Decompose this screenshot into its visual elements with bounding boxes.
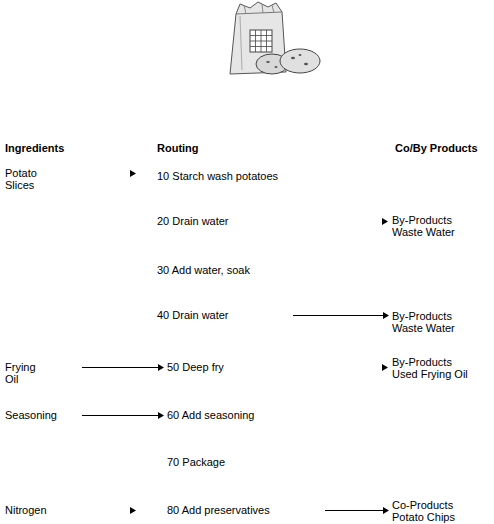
step-text: Frying Oil bbox=[5, 361, 47, 385]
process-step: 10 Starch wash potatoes bbox=[157, 170, 278, 182]
process-step: By-ProductsWaste Water bbox=[392, 310, 455, 334]
process-step: By-ProductsWaste Water bbox=[392, 214, 455, 238]
arrow-line bbox=[325, 510, 384, 511]
arrow-head bbox=[158, 364, 164, 371]
step-text: Co-Products bbox=[392, 499, 455, 511]
bag-label-grid bbox=[250, 30, 272, 52]
flow-arrow bbox=[82, 412, 164, 419]
arrow-head bbox=[130, 170, 136, 177]
flow-arrow bbox=[130, 170, 136, 177]
step-text: 10 Starch wash potatoes bbox=[157, 170, 278, 182]
arrow-head bbox=[158, 412, 164, 419]
flow-arrow bbox=[382, 218, 388, 225]
process-step: Nitrogen bbox=[5, 504, 130, 516]
process-step: Frying Oil bbox=[5, 361, 82, 385]
process-step: Co-ProductsPotato Chips bbox=[392, 499, 455, 523]
step-text: Nitrogen bbox=[5, 504, 130, 516]
step-text: By-Products bbox=[392, 214, 455, 226]
arrow-head bbox=[382, 218, 388, 225]
step-text: Waste Water bbox=[392, 322, 455, 334]
flow-arrow bbox=[130, 507, 136, 514]
process-step: By-ProductsUsed Frying Oil bbox=[392, 356, 468, 380]
arrow-head bbox=[383, 507, 389, 514]
arrow-head bbox=[130, 507, 136, 514]
step-text: 40 Drain water bbox=[157, 309, 293, 321]
arrow-head bbox=[383, 312, 389, 319]
step-text: 20 Drain water bbox=[157, 215, 229, 227]
step-text: Potato Chips bbox=[392, 511, 455, 523]
process-step: 40 Drain water bbox=[157, 309, 293, 321]
step-text: 70 Package bbox=[167, 456, 225, 468]
step-text: By-Products bbox=[392, 310, 455, 322]
column-heading: Ingredients bbox=[5, 142, 64, 154]
arrow-line bbox=[82, 415, 159, 416]
process-step: 80 Add preservatives bbox=[167, 504, 325, 516]
process-step: 70 Package bbox=[167, 456, 225, 468]
process-step: 30 Add water, soak bbox=[157, 264, 250, 276]
flow-arrow bbox=[82, 364, 164, 371]
flow-arrow bbox=[325, 507, 389, 514]
column-heading: Routing bbox=[157, 142, 199, 154]
step-text: Waste Water bbox=[392, 226, 455, 238]
step-text: 50 Deep fry bbox=[167, 361, 224, 373]
process-step: Seasoning bbox=[5, 409, 82, 421]
step-text: 80 Add preservatives bbox=[167, 504, 325, 516]
step-text: Potato Slices bbox=[5, 167, 50, 191]
step-text: 30 Add water, soak bbox=[157, 264, 250, 276]
potatoes bbox=[256, 49, 320, 74]
step-text: 60 Add seasoning bbox=[167, 409, 254, 421]
step-text: Seasoning bbox=[5, 409, 82, 421]
process-step: 50 Deep fry bbox=[167, 361, 224, 373]
step-text: Used Frying Oil bbox=[392, 368, 468, 380]
arrow-head bbox=[382, 364, 388, 371]
process-step: Potato Slices bbox=[5, 167, 130, 191]
flow-arrow bbox=[293, 312, 389, 319]
flow-arrow bbox=[382, 364, 388, 371]
process-step: 20 Drain water bbox=[157, 215, 229, 227]
step-text: By-Products bbox=[392, 356, 468, 368]
arrow-line bbox=[82, 367, 159, 368]
process-step: 60 Add seasoning bbox=[167, 409, 254, 421]
column-heading: Co/By Products bbox=[395, 142, 478, 154]
arrow-line bbox=[293, 315, 384, 316]
